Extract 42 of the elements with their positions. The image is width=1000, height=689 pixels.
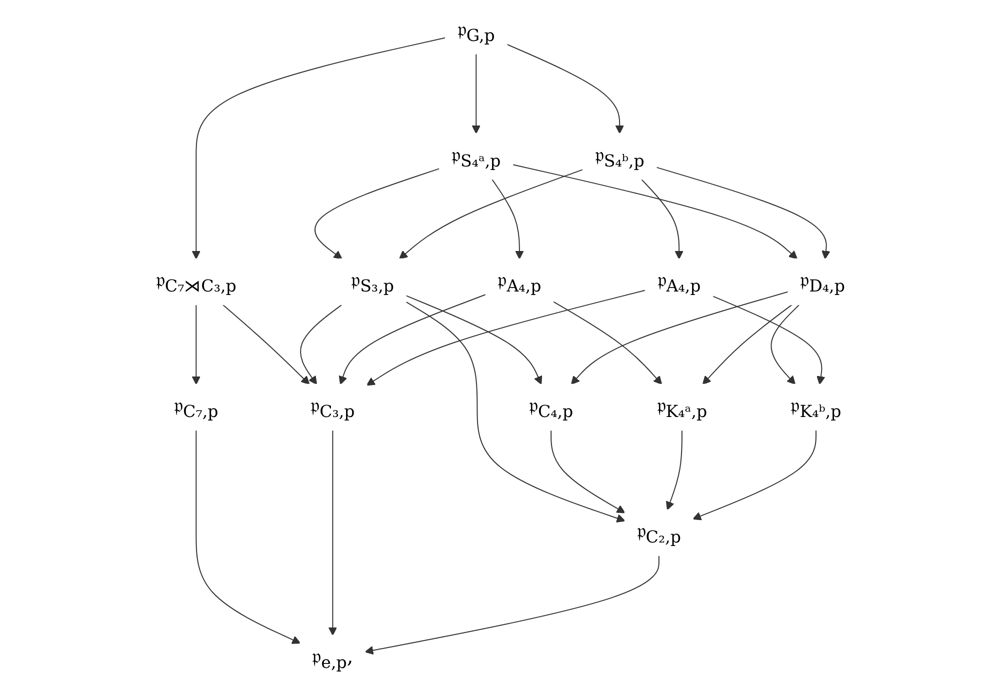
arrow: [191, 37, 446, 260]
arrow: [191, 304, 200, 385]
node-text: 𝔭$_{A₄,p}$: [497, 268, 541, 296]
arrow: [770, 304, 800, 385]
arrow: [364, 555, 659, 655]
node-text: 𝔭$_{C₄,p}$: [528, 393, 573, 422]
node-text: 𝔭$_{C₇⋊C₃,p}$: [155, 268, 236, 296]
node-text: 𝔭$_{G,p}$: [456, 16, 494, 45]
arrow: [512, 164, 798, 260]
arrow: [195, 430, 300, 644]
arrow: [471, 53, 480, 134]
arrow: [692, 430, 816, 520]
node-text: 𝔭$_{D₄,p}$: [800, 268, 845, 296]
arrow: [655, 166, 830, 260]
arrow: [506, 44, 624, 134]
node-text: 𝔭$_{C₃,p}$: [310, 393, 354, 422]
node-text: 𝔭$_{S₄ᵇ,p}$: [594, 142, 644, 170]
arrow: [640, 178, 683, 260]
arrow: [570, 291, 788, 385]
node-text: 𝔭$_{A₄,p}$: [656, 268, 700, 296]
arrow: [222, 304, 310, 385]
arrow: [404, 301, 625, 522]
arrow: [550, 430, 625, 514]
arrow: [328, 430, 337, 636]
node-text: 𝔭$_{K₄ᵃ,p}$: [656, 393, 707, 422]
node-text: 𝔭$_{K₄ᵇ,p}$: [790, 393, 841, 422]
node-text: 𝔭$_{C₂,p}$: [636, 518, 681, 547]
arrow: [300, 304, 342, 385]
arrow: [314, 168, 440, 260]
arrow: [712, 296, 825, 385]
node-text: 𝔭$_{S₃,p}$: [350, 268, 394, 296]
arrow: [666, 430, 682, 510]
arrow: [404, 295, 542, 385]
node-text: 𝔭$_{S₄ᵃ,p}$: [451, 142, 500, 170]
arrow: [702, 304, 792, 385]
arrow: [491, 178, 524, 260]
arrow: [552, 301, 662, 385]
arrow: [398, 169, 583, 260]
arrow: [338, 294, 486, 385]
node-text: 𝔭$_{C₇,p}$: [174, 393, 218, 422]
arrow: [366, 290, 646, 386]
node-text: 𝔭$_{e,p}$,: [312, 644, 353, 672]
